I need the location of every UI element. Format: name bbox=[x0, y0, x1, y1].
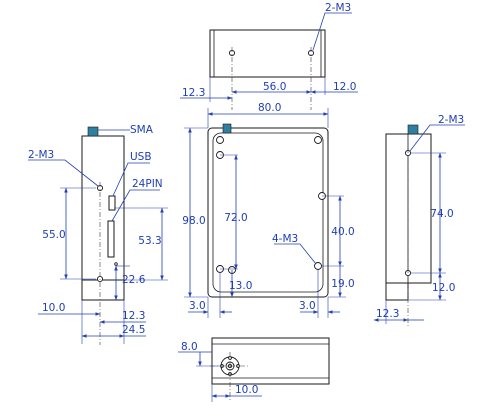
left-view-label-24pin: 24PIN bbox=[132, 178, 163, 190]
right-view: 2-M3 74.0 12.0 12.3 bbox=[373, 114, 465, 328]
right-view-dim-12-3: 12.3 bbox=[376, 308, 399, 320]
front-view-dim-40: 40.0 bbox=[331, 226, 354, 238]
left-view-base bbox=[81, 279, 125, 301]
front-view-sma-icon bbox=[222, 123, 232, 134]
pin-header-icon bbox=[107, 220, 115, 258]
sma-connector-icon bbox=[87, 126, 99, 137]
front-view-hole-tl bbox=[216, 136, 224, 144]
front-view-dim-98: 98.0 bbox=[182, 215, 205, 227]
left-view-dim-22-6: 22.6 bbox=[122, 274, 146, 286]
front-view-dim-3-left: 3.0 bbox=[189, 300, 206, 312]
right-view-base bbox=[385, 282, 409, 301]
front-view-hole-tr bbox=[314, 136, 322, 144]
left-view-label-usb: USB bbox=[130, 151, 152, 163]
left-view: SMA USB 24PIN 2-M3 55.0 53.3 22.6 10. bbox=[28, 124, 168, 345]
left-view-dim-10: 10.0 bbox=[42, 302, 65, 314]
bottom-view-dim-8: 8.0 bbox=[181, 341, 198, 353]
front-view-holes-note: 4-M3 bbox=[272, 233, 298, 245]
front-view-inner-outline bbox=[212, 132, 324, 293]
bottom-view-dim-10: 10.0 bbox=[235, 384, 258, 396]
bottom-view: 8.0 10.0 bbox=[178, 337, 330, 402]
front-view-dim-80: 80.0 bbox=[258, 102, 281, 114]
top-view-body bbox=[209, 29, 326, 78]
front-view-body bbox=[207, 127, 329, 298]
front-view: 80.0 98.0 72.0 40.0 19.0 4-M3 13.0 3.0 bbox=[182, 102, 355, 318]
left-view-dim-55: 55.0 bbox=[42, 229, 65, 241]
front-view-dim-13: 13.0 bbox=[229, 280, 252, 292]
left-view-hole-small bbox=[114, 262, 118, 266]
right-view-dim-74: 74.0 bbox=[430, 208, 453, 220]
left-view-dim-12-3: 12.3 bbox=[122, 310, 145, 322]
left-view-dim-24-5: 24.5 bbox=[122, 324, 145, 336]
top-view-dim-12-0: 12.0 bbox=[333, 81, 356, 93]
right-view-sma-icon bbox=[407, 124, 419, 135]
front-view-dim-19: 19.0 bbox=[331, 278, 354, 290]
front-view-dim-3-right: 3.0 bbox=[299, 300, 316, 312]
usb-port-icon bbox=[108, 195, 116, 211]
top-view-dim-56: 56.0 bbox=[263, 81, 286, 93]
top-view-holes-note: 2-M3 bbox=[325, 2, 351, 14]
left-view-dim-53-3: 53.3 bbox=[138, 235, 161, 247]
right-view-body bbox=[385, 133, 432, 284]
top-view: 2-M3 56.0 12.3 12.0 bbox=[180, 2, 358, 110]
left-view-label-sma: SMA bbox=[130, 124, 154, 136]
top-view-dim-12-3: 12.3 bbox=[182, 87, 205, 99]
front-view-dim-72: 72.0 bbox=[224, 212, 247, 224]
right-view-dim-12: 12.0 bbox=[432, 282, 455, 294]
bottom-view-sma-pin-c bbox=[228, 356, 232, 360]
left-view-holes-note: 2-M3 bbox=[28, 149, 54, 161]
right-view-holes-note: 2-M3 bbox=[438, 114, 464, 126]
